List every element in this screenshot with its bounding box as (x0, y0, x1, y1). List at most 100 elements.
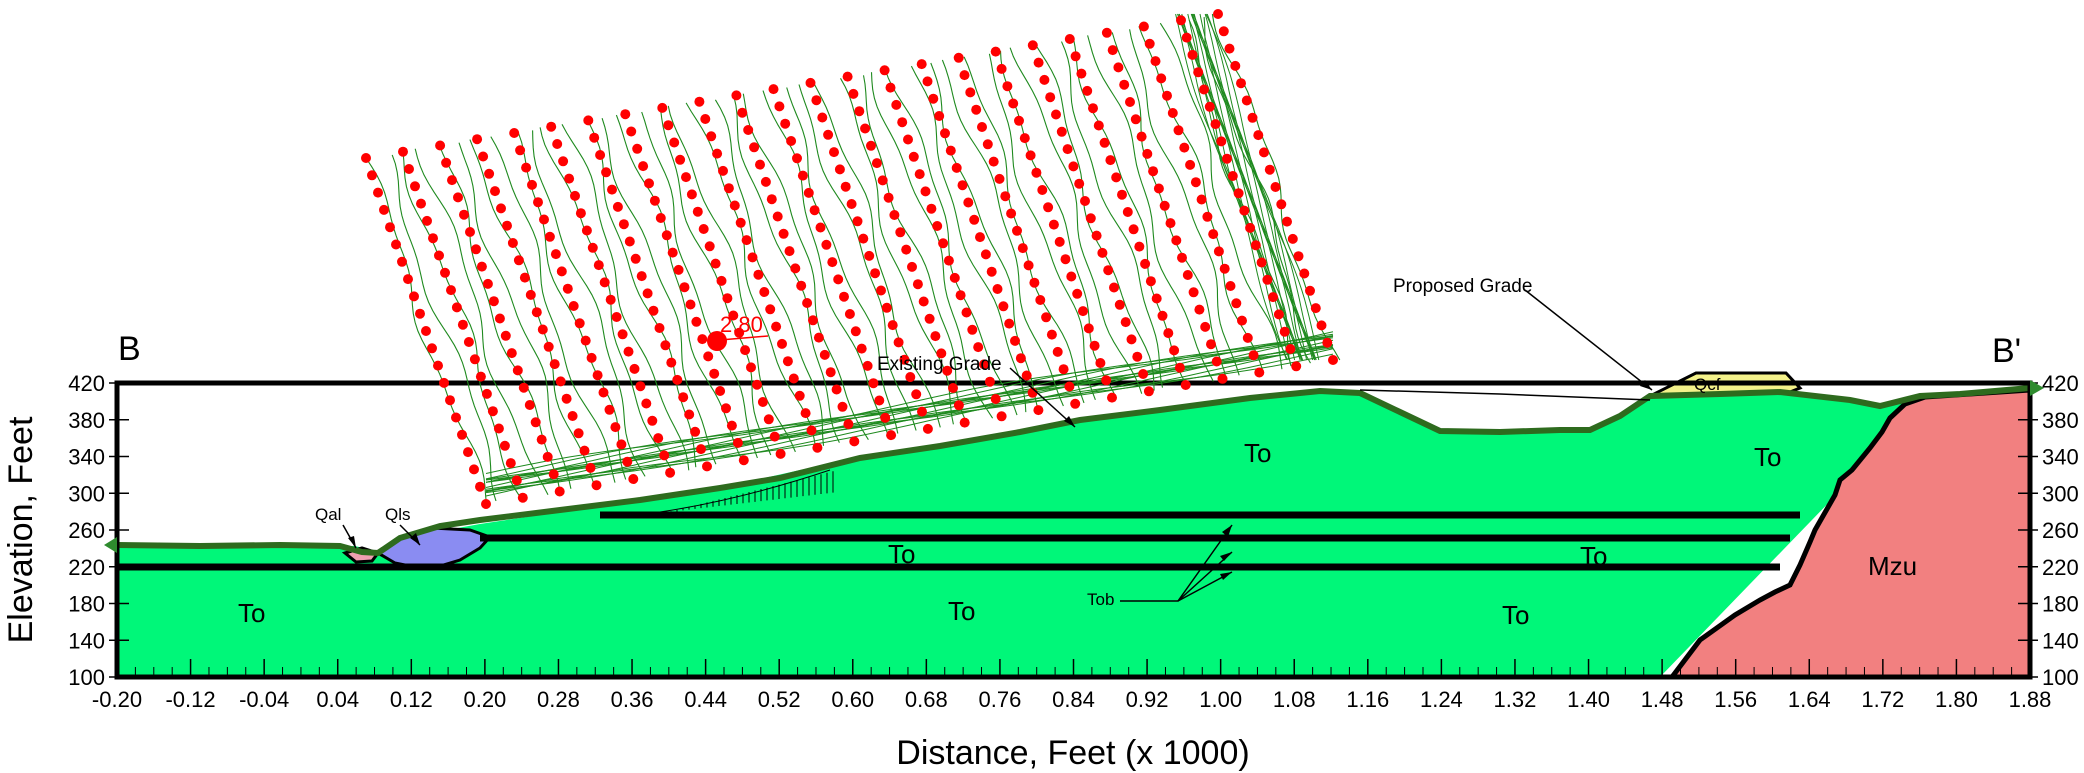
grid-point (478, 151, 489, 162)
grid-point (1248, 350, 1259, 361)
grid-point (752, 379, 762, 390)
grid-point (513, 255, 524, 266)
grid-point (1074, 178, 1085, 189)
grid-point (564, 173, 575, 184)
grid-point (926, 203, 937, 214)
grid-point (819, 349, 830, 360)
y-tick-label: 220 (2042, 555, 2079, 580)
x-tick-label: 1.64 (1788, 687, 1831, 712)
grid-point (712, 148, 723, 159)
grid-point (864, 250, 875, 261)
grid-point (866, 140, 876, 151)
grid-point (1224, 43, 1235, 54)
x-tick-label: 0.36 (611, 687, 654, 712)
contour-line (862, 75, 967, 422)
grid-point (1213, 9, 1223, 19)
grid-point (893, 337, 904, 348)
grid-point (862, 360, 873, 371)
grid-point (463, 447, 473, 458)
slide-hatch-lines (664, 471, 834, 515)
grid-point (410, 181, 420, 192)
x-tick-label: 0.20 (463, 687, 506, 712)
grid-point (755, 159, 765, 170)
grid-point (1060, 254, 1071, 265)
grid-point (1210, 119, 1221, 130)
grid-point (1182, 270, 1193, 280)
grid-point (1085, 213, 1096, 224)
grid-point (1066, 271, 1077, 282)
grid-point (1256, 257, 1267, 268)
grid-point (914, 169, 925, 180)
grid-point (1241, 95, 1252, 106)
x-tick-label: 1.48 (1641, 687, 1684, 712)
grid-point (813, 332, 824, 343)
grid-point (831, 384, 842, 395)
grid-point (629, 363, 640, 374)
grid-point (457, 319, 468, 330)
grid-point (930, 331, 941, 342)
grid-point (481, 499, 491, 509)
grid-point (912, 279, 923, 290)
grid-point (435, 140, 446, 151)
grid-point (570, 190, 580, 201)
grid-point (706, 131, 717, 142)
grid-point (439, 377, 449, 388)
grid-point (684, 409, 695, 420)
grid-point (482, 278, 493, 289)
x-tick-label: 1.56 (1714, 687, 1757, 712)
grid-point (505, 458, 516, 469)
grid-point (1017, 243, 1028, 254)
grid-point (1010, 335, 1020, 346)
grid-point (445, 395, 455, 406)
grid-point (1237, 315, 1247, 326)
grid-point (721, 403, 731, 414)
grid-point (685, 299, 696, 310)
x-tick-label: -0.12 (165, 687, 215, 712)
grid-point (1113, 62, 1124, 73)
grid-point (1143, 386, 1154, 397)
grid-point (1151, 293, 1162, 304)
grid-point (519, 272, 530, 283)
grid-point (1250, 240, 1261, 251)
grid-point (823, 129, 834, 140)
contour-line (685, 102, 817, 449)
grid-point (1051, 109, 1061, 120)
grid-point (1216, 136, 1227, 147)
grid-point (961, 307, 972, 318)
grid-point (1082, 85, 1093, 96)
grid-point (663, 120, 674, 131)
grid-point (723, 183, 734, 194)
grid-point (771, 321, 782, 332)
grid-point (843, 419, 854, 430)
contour-line (884, 68, 1018, 416)
grid-point (718, 165, 728, 176)
grid-point (763, 414, 774, 425)
grid-point (980, 249, 991, 260)
grid-point (856, 343, 867, 354)
x-tick-label: 0.76 (979, 687, 1022, 712)
grid-point (808, 315, 818, 326)
grid-point (567, 411, 578, 421)
grid-point (1227, 171, 1238, 181)
grid-point (936, 348, 947, 359)
grid-point (398, 146, 408, 157)
grid-point (1200, 321, 1211, 332)
grid-point (543, 341, 554, 352)
grid-point (905, 372, 916, 382)
x-tick-label: 0.52 (758, 687, 801, 712)
grid-point (844, 309, 855, 319)
grid-point (920, 186, 931, 197)
grid-point (797, 170, 808, 181)
grid-point (1035, 295, 1046, 305)
grid-point (1259, 147, 1269, 158)
x-tick-label: -0.04 (239, 687, 289, 712)
grid-point (548, 469, 559, 480)
grid-point (886, 430, 897, 441)
grid-point (917, 406, 927, 417)
grid-point (1056, 126, 1067, 137)
grid-point (1270, 182, 1281, 192)
grid-point (1150, 56, 1161, 67)
grid-point (1070, 51, 1081, 62)
contour-line (1192, 13, 1303, 361)
